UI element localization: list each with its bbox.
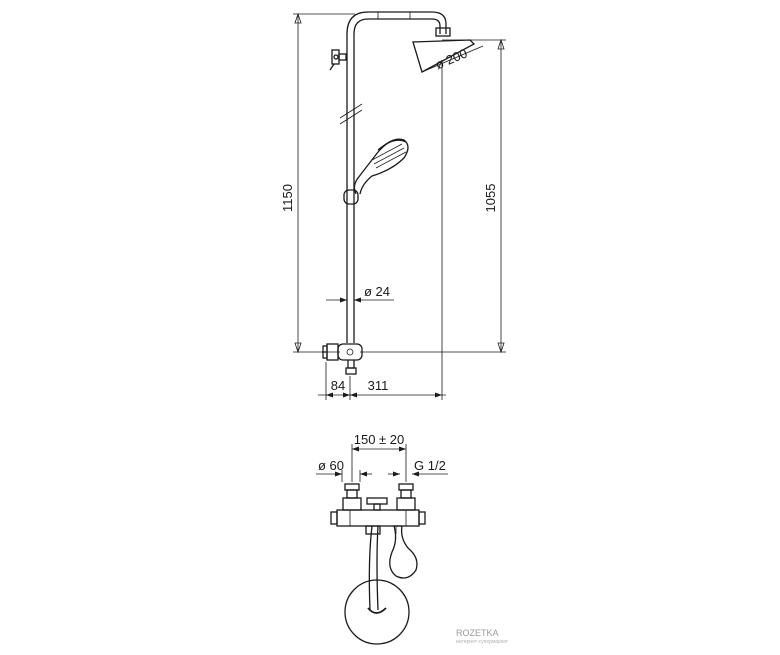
wall-offset-label: 84 (331, 378, 345, 393)
watermark-text: ROZETKA (456, 628, 499, 638)
side-view: 1150 1055 (280, 11, 506, 400)
riser-bottom (365, 525, 381, 611)
upper-bracket (329, 49, 347, 71)
shower-head-bottom (344, 579, 410, 645)
height-head-label: 1055 (483, 184, 498, 213)
dimension-1055: 1055 (360, 38, 506, 354)
rail-diameter-label: ø 24 (364, 284, 390, 299)
bottom-view: 150 ± 20 ø 60 G 1/2 (316, 432, 448, 645)
dimension-rail: ø 24 (326, 284, 394, 303)
hand-shower-bottom (389, 525, 418, 579)
flange-diameter-label: ø 60 (318, 458, 344, 473)
hand-shower (343, 138, 409, 205)
head-reach-label: 311 (368, 378, 389, 393)
center-distance-label: 150 ± 20 (354, 432, 405, 447)
riser-pipe (339, 11, 447, 343)
watermark-subtext: интернет-супермаркет (456, 639, 509, 645)
mixer-body (330, 497, 426, 527)
thread-label: G 1/2 (414, 458, 446, 473)
shower-head: ø 200 (412, 27, 484, 73)
inlet-left (342, 483, 362, 511)
dimension-center-distance: 150 ± 20 (351, 432, 407, 482)
dimension-flange: ø 60 (316, 458, 372, 482)
inlet-right (396, 483, 416, 511)
mixer-side (322, 343, 363, 375)
dimension-1150: 1150 (280, 12, 355, 354)
height-total-label: 1150 (280, 184, 295, 212)
head-diameter-label: ø 200 (433, 45, 469, 72)
dimension-thread: G 1/2 (388, 458, 448, 477)
watermark: ROZETKA интернет-супермаркет (456, 628, 509, 645)
dimension-bottom-side: 84 311 (318, 60, 446, 400)
